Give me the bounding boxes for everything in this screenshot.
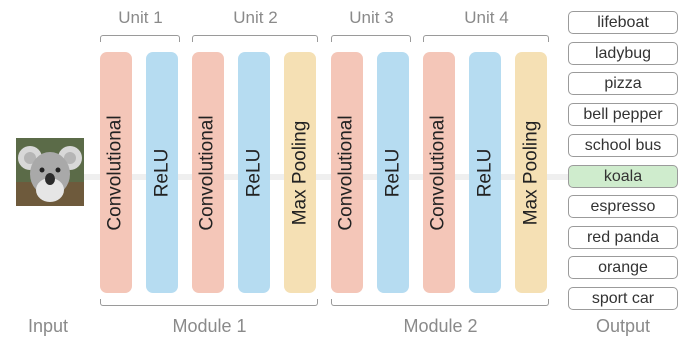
- layer-convolutional: Convolutional: [100, 52, 132, 293]
- layer-label: ReLU: [382, 148, 404, 197]
- unit-3-label: Unit 3: [349, 8, 394, 27]
- layer-label: Convolutional: [428, 114, 450, 231]
- output-class-item: red panda: [568, 226, 678, 249]
- koala-input-image: [16, 138, 84, 206]
- layer-label: ReLU: [474, 148, 496, 197]
- unit-1-label: Unit 1: [118, 8, 163, 27]
- unit-4-label: Unit 4: [464, 8, 509, 27]
- layer-convolutional: Convolutional: [192, 52, 224, 293]
- output-class-item: espresso: [568, 195, 678, 218]
- unit-3-bracket: [331, 35, 411, 42]
- layer-max-pooling: Max Pooling: [515, 52, 547, 293]
- layer-convolutional: Convolutional: [331, 52, 363, 293]
- unit-2-label: Unit 2: [233, 8, 278, 27]
- layer-label: Max Pooling: [520, 120, 541, 225]
- layer-max-pooling: Max Pooling: [284, 52, 316, 293]
- layer-relu: ReLU: [469, 52, 501, 293]
- unit-2-bracket: [192, 35, 318, 42]
- layer-relu: ReLU: [146, 52, 178, 293]
- input-label: Input: [27, 316, 69, 336]
- output-label: Output: [595, 316, 651, 336]
- layer-label: ReLU: [151, 148, 173, 197]
- layer-label: Convolutional: [336, 114, 358, 231]
- output-class-item: pizza: [568, 72, 678, 95]
- layer-relu: ReLU: [238, 52, 270, 293]
- module-2-bracket: [331, 299, 549, 306]
- output-class-item-highlighted: koala: [568, 165, 678, 188]
- layer-label: Max Pooling: [289, 120, 310, 225]
- layer-label: Convolutional: [197, 114, 219, 231]
- layer-label: ReLU: [243, 148, 265, 197]
- layer-convolutional: Convolutional: [423, 52, 455, 293]
- layer-label: Convolutional: [105, 114, 127, 231]
- module-2-label: Module 2: [403, 316, 478, 336]
- output-class-item: orange: [568, 256, 678, 279]
- output-class-item: bell pepper: [568, 103, 678, 126]
- module-1-bracket: [100, 299, 318, 306]
- unit-1-bracket: [100, 35, 180, 42]
- module-1-label: Module 1: [172, 316, 247, 336]
- layer-relu: ReLU: [377, 52, 409, 293]
- output-class-item: school bus: [568, 134, 678, 157]
- output-class-item: sport car: [568, 287, 678, 310]
- output-class-item: ladybug: [568, 42, 678, 65]
- unit-4-bracket: [423, 35, 549, 42]
- output-class-item: lifeboat: [568, 11, 678, 34]
